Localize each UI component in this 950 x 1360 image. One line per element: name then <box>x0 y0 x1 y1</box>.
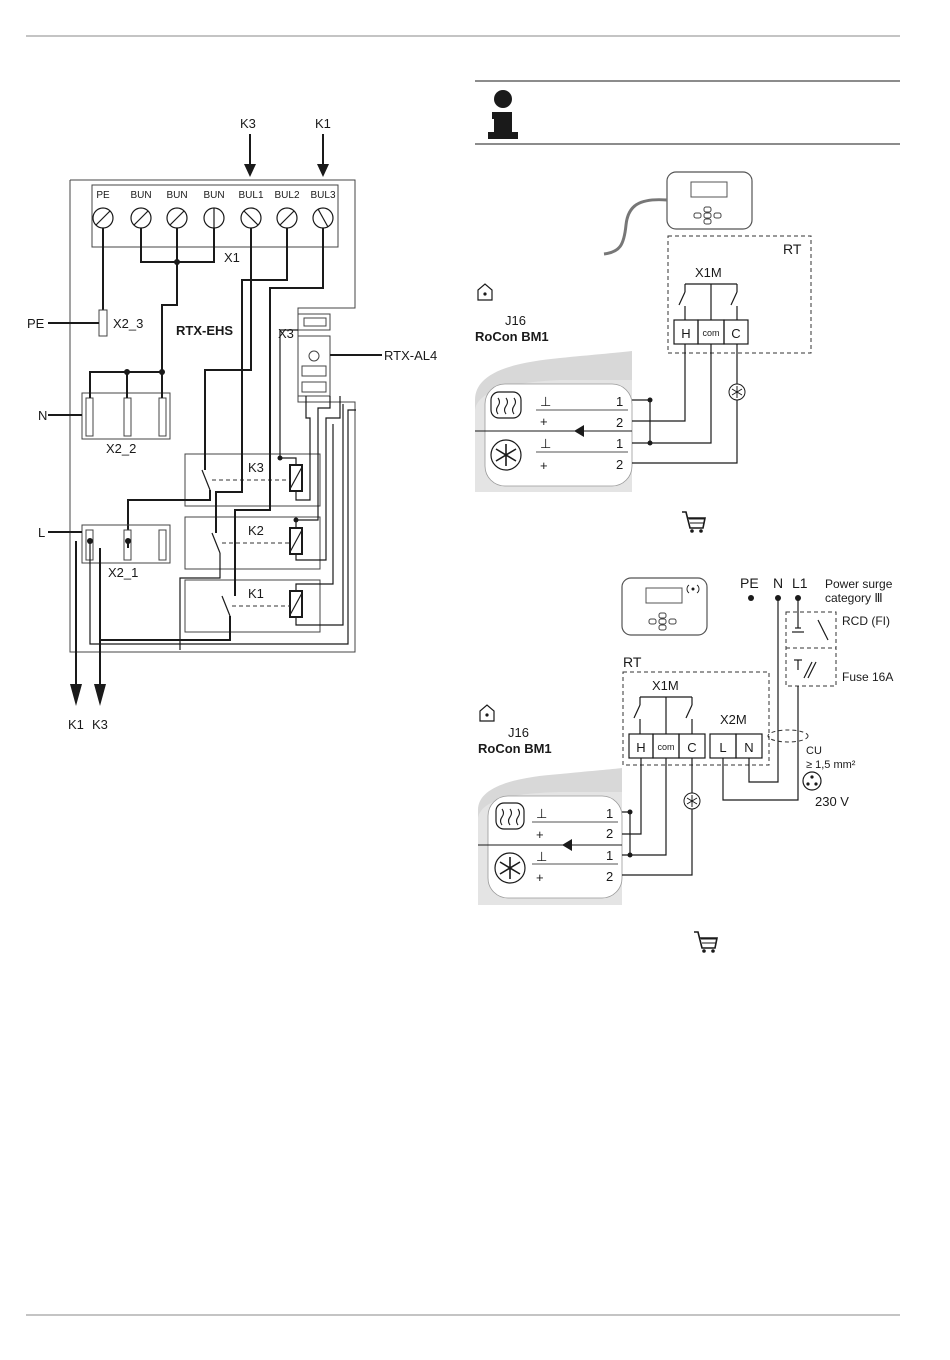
rtx-ehs-diagram: K3 K1 PE BUN BUN BUN BUL1 BUL2 BUL3 <box>27 116 437 732</box>
svg-text:⊥: ⊥ <box>540 394 551 409</box>
relay-label-k2: K2 <box>248 523 264 538</box>
pe-label: PE <box>27 316 45 331</box>
rcd-label: RCD (FI) <box>842 614 890 628</box>
heating-icon-2 <box>496 803 524 829</box>
terminal-label-bul1: BUL1 <box>238 190 263 201</box>
terminal2-com: com <box>657 742 674 752</box>
pin2-1-heat: 1 <box>606 806 613 821</box>
terminal-h: H <box>681 326 690 341</box>
x1m-label: X1M <box>695 265 722 280</box>
board-outline <box>70 180 355 652</box>
pe-supply-label: PE <box>740 575 759 591</box>
relay-label-k3: K3 <box>248 460 264 475</box>
n-label: N <box>38 408 47 423</box>
fuse-label: Fuse 16A <box>842 670 893 684</box>
wireless-thermostat-device-icon <box>622 578 707 635</box>
l1-supply-label: L1 <box>792 575 808 591</box>
svg-text:+: + <box>536 870 544 885</box>
x1-label: X1 <box>224 250 240 265</box>
cooling-icon <box>491 440 521 470</box>
pin2-2-heat: 2 <box>606 826 613 841</box>
rt2-label: RT <box>623 654 642 670</box>
terminal2-h: H <box>636 740 645 755</box>
svg-text:⊥: ⊥ <box>536 806 547 821</box>
svg-text:⊥: ⊥ <box>540 436 551 451</box>
connector-x2-1 <box>82 525 170 563</box>
terminal-c: C <box>731 326 740 341</box>
relay-label-k1: K1 <box>248 586 264 601</box>
pin2-1-cool: 1 <box>606 848 613 863</box>
l-label: L <box>38 525 45 540</box>
wireless-thermostat-diagram: PE N L1 Power surge category Ⅲ RCD (FI) … <box>478 575 893 953</box>
cooling-icon-small <box>729 384 745 400</box>
top-label-k1: K1 <box>315 116 331 131</box>
cart-icon-2 <box>694 932 717 953</box>
cu-label: CU <box>806 745 822 757</box>
pin-2-heat: 2 <box>616 415 623 430</box>
terminal-label-bun2: BUN <box>166 190 187 201</box>
top-label-k3: K3 <box>240 116 256 131</box>
x2-3-label: X2_3 <box>113 316 143 331</box>
cart-icon <box>682 512 705 533</box>
x2-2-label: X2_2 <box>106 441 136 456</box>
voltage-label: 230 V <box>815 794 849 809</box>
home-icon <box>478 284 492 300</box>
power-surge-label: Power surge <box>825 577 893 591</box>
svg-text:+: + <box>540 458 548 473</box>
cu-size-label: ≥ 1,5 mm² <box>806 759 856 771</box>
bottom-label-k1: K1 <box>68 717 84 732</box>
x2m-label: X2M <box>720 712 747 727</box>
power-socket-icon <box>803 772 821 790</box>
info-notice <box>475 81 900 144</box>
terminal-screws <box>93 208 333 228</box>
cooling-icon-2 <box>495 853 525 883</box>
rocon-label-2: RoCon BM1 <box>478 741 552 756</box>
category-label: category Ⅲ <box>825 591 883 605</box>
j16-label: J16 <box>505 313 526 328</box>
terminal-label-bun1: BUN <box>130 190 151 201</box>
heating-icon <box>491 392 521 418</box>
n-supply-label: N <box>773 575 783 591</box>
cooling-icon-small-2 <box>684 793 700 809</box>
terminal-label-bul3: BUL3 <box>310 190 335 201</box>
svg-text:+: + <box>536 827 544 842</box>
terminal-label-pe: PE <box>96 190 110 201</box>
terminal2-l: L <box>719 740 726 755</box>
terminal-com: com <box>702 328 719 338</box>
info-icon <box>488 90 518 139</box>
pin-1-cool: 1 <box>616 436 623 451</box>
x2-1-label: X2_1 <box>108 565 138 580</box>
rtx-al4-label: RTX-AL4 <box>384 348 437 363</box>
terminal-label-bun3: BUN <box>203 190 224 201</box>
pin-1-heat: 1 <box>616 394 623 409</box>
rocon-label: RoCon BM1 <box>475 329 549 344</box>
terminal2-c: C <box>687 740 696 755</box>
home-icon-2 <box>480 705 494 721</box>
thermostat-device-icon <box>667 172 752 229</box>
x1m2-label: X1M <box>652 678 679 693</box>
svg-text:⊥: ⊥ <box>536 849 547 864</box>
wired-thermostat-diagram: RT X1M H com C J16 RoCon BM1 <box>475 172 811 533</box>
j16-label-2: J16 <box>508 725 529 740</box>
connector-x2-2 <box>82 393 170 439</box>
terminal-label-bul2: BUL2 <box>274 190 299 201</box>
pin2-2-cool: 2 <box>606 869 613 884</box>
board-name: RTX-EHS <box>176 323 233 338</box>
bottom-label-k3: K3 <box>92 717 108 732</box>
terminal2-n: N <box>744 740 753 755</box>
svg-text:+: + <box>540 414 548 429</box>
rcd-fuse-enclosure <box>786 612 836 686</box>
pin-2-cool: 2 <box>616 457 623 472</box>
rt-label: RT <box>783 241 802 257</box>
